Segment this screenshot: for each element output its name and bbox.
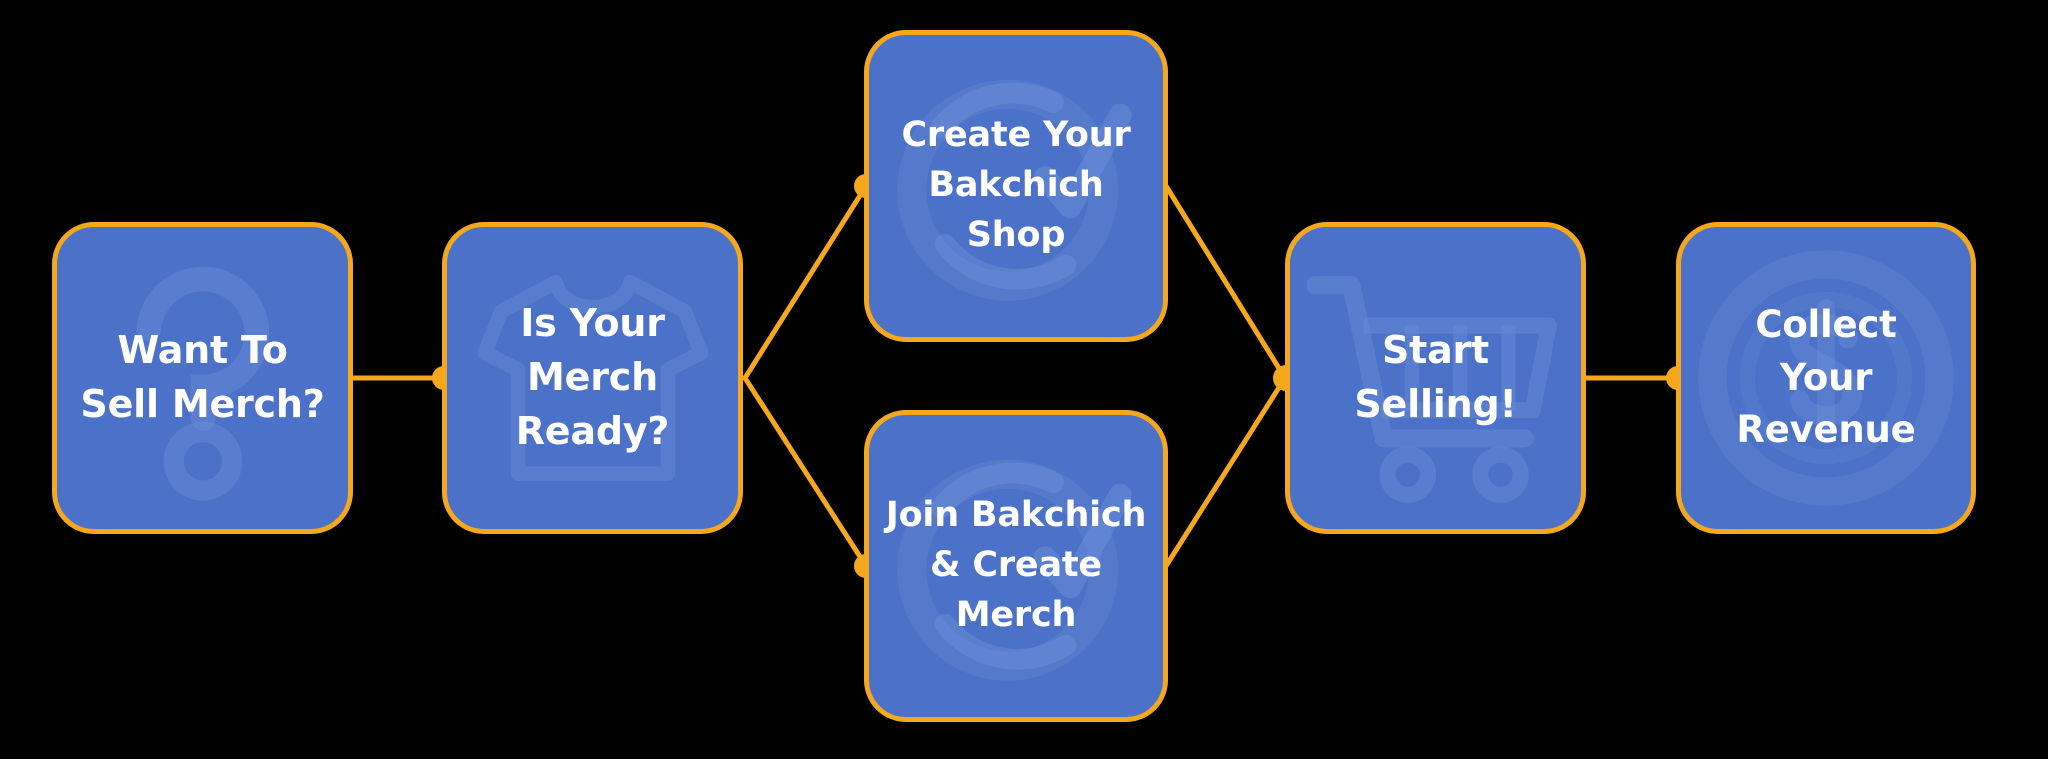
- node-label: Create Your Bakchich Shop: [901, 115, 1131, 255]
- node-label: Start Selling!: [1354, 328, 1517, 426]
- node-create-your-bakchich-shop[interactable]: Create Your Bakchich Shop: [864, 30, 1168, 342]
- node-collect-your-revenue[interactable]: Collect Your Revenue: [1676, 222, 1976, 534]
- node-label: Is Your Merch Ready?: [515, 301, 670, 453]
- node-label: Want To Sell Merch?: [80, 328, 325, 426]
- edge-n2-n4: [742, 375, 869, 569]
- node-want-to-sell-merch[interactable]: Want To Sell Merch?: [52, 222, 353, 534]
- node-is-your-merch-ready[interactable]: Is Your Merch Ready?: [442, 222, 743, 534]
- node-join-bakchich-create-merch[interactable]: Join Bakchich & Create Merch: [864, 410, 1168, 722]
- node-label: Join Bakchich & Create Merch: [885, 495, 1147, 635]
- edge-n2-n3: [742, 183, 869, 381]
- edge-n3-n5: [1163, 183, 1288, 381]
- node-start-selling[interactable]: Start Selling!: [1285, 222, 1586, 534]
- edge-n4-n5: [1163, 375, 1288, 569]
- node-label: Collect Your Revenue: [1736, 303, 1916, 452]
